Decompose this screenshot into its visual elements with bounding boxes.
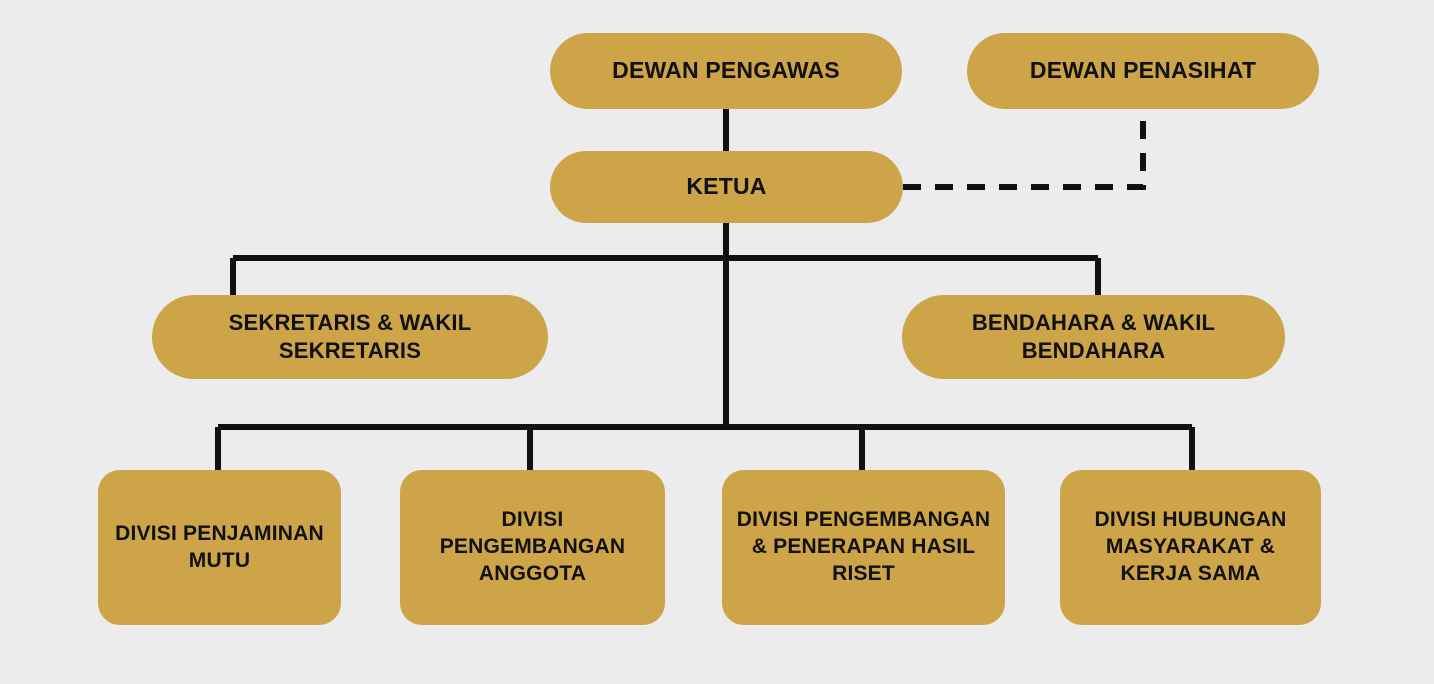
node-dewan-pengawas-label: DEWAN PENGAWAS bbox=[612, 57, 840, 84]
node-sekretaris-label: SEKRETARIS & WAKIL SEKRETARIS bbox=[228, 309, 472, 363]
node-divisi-penjaminan-mutu-label: DIVISI PENJAMINAN MUTU bbox=[115, 521, 324, 572]
node-dewan-penasihat-label: DEWAN PENASIHAT bbox=[1029, 57, 1257, 84]
node-dewan-penasihat[interactable]: DEWAN PENASIHAT bbox=[967, 33, 1319, 109]
node-divisi-pengembangan-anggota[interactable]: DIVISI PENGEMBANGAN ANGGOTA bbox=[400, 470, 665, 625]
node-divisi-hubungan-masyarakat-kerja-sama[interactable]: DIVISI HUBUNGAN MASYARAKAT & KERJA SAMA bbox=[1060, 470, 1321, 625]
node-bendahara-label: BENDAHARA & WAKIL BENDAHARA bbox=[971, 309, 1216, 363]
node-divisi-hubungan-masyarakat-kerja-sama-label: DIVISI HUBUNGAN MASYARAKAT & KERJA SAMA bbox=[1094, 508, 1287, 585]
node-sekretaris[interactable]: SEKRETARIS & WAKIL SEKRETARIS bbox=[152, 295, 548, 379]
node-ketua-label: KETUA bbox=[686, 173, 767, 200]
node-divisi-pengembangan-penerapan-hasil-riset[interactable]: DIVISI PENGEMBANGAN & PENERAPAN HASIL RI… bbox=[722, 470, 1005, 625]
node-dewan-pengawas[interactable]: DEWAN PENGAWAS bbox=[550, 33, 902, 109]
node-divisi-penjaminan-mutu[interactable]: DIVISI PENJAMINAN MUTU bbox=[98, 470, 341, 625]
node-ketua[interactable]: KETUA bbox=[550, 151, 903, 223]
node-bendahara[interactable]: BENDAHARA & WAKIL BENDAHARA bbox=[902, 295, 1285, 379]
node-divisi-pengembangan-penerapan-hasil-riset-label: DIVISI PENGEMBANGAN & PENERAPAN HASIL RI… bbox=[736, 508, 991, 585]
node-divisi-pengembangan-anggota-label: DIVISI PENGEMBANGAN ANGGOTA bbox=[439, 508, 626, 585]
connector-ketua-penasihat-dashed bbox=[903, 109, 1146, 190]
